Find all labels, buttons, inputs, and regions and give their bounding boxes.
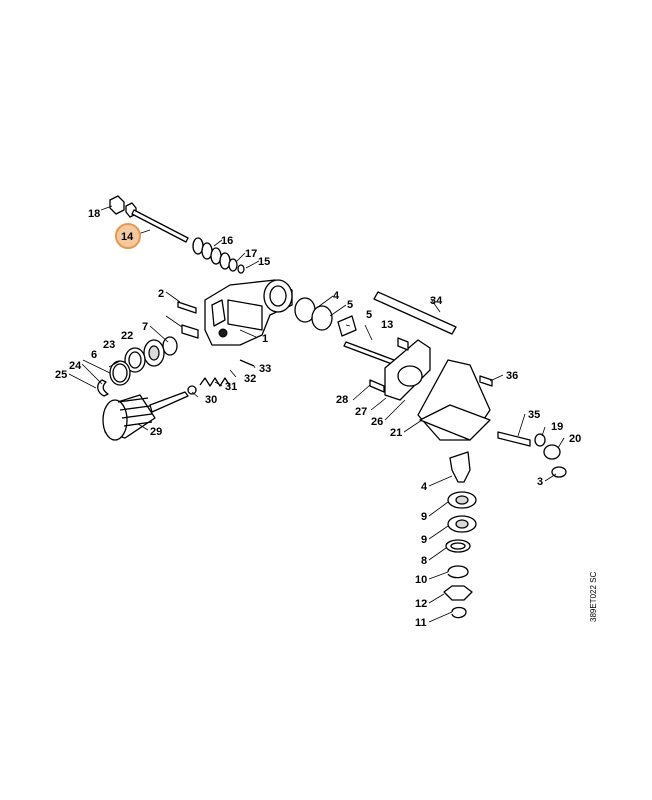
pin	[239, 359, 255, 367]
callout-label: 25	[55, 369, 67, 381]
callout-label: 17	[245, 248, 257, 260]
callout-label: 31	[225, 381, 237, 393]
bearing-stack	[97, 336, 178, 397]
callout-label: 8	[421, 555, 427, 567]
lower-bearing-stack	[443, 451, 477, 619]
callout-label: 36	[506, 370, 518, 382]
clutch-drum	[102, 391, 189, 441]
callout-label: 16	[221, 235, 233, 247]
callout-label: 4	[333, 290, 340, 302]
gear-set	[294, 297, 395, 365]
highlighted-callout-marker[interactable]	[115, 223, 141, 249]
callout-label: 28	[336, 394, 348, 406]
callout-label: 5	[366, 309, 372, 321]
callout-label: 15	[258, 256, 270, 268]
drive-shaft	[373, 291, 457, 335]
leader-lines	[68, 205, 565, 623]
callout-label: 9	[421, 534, 427, 546]
clamp-bracket	[369, 337, 431, 401]
callout-label: 33	[259, 363, 271, 375]
callout-label: 21	[390, 427, 402, 439]
callout-labels: 18 14 16 17 15 2 4 5 5 34 7 22 1 13 23 6…	[55, 208, 581, 629]
callout-label: 10	[415, 574, 427, 586]
callout-label-highlighted[interactable]: 14	[121, 231, 134, 243]
screw	[181, 324, 199, 339]
callout-label: 11	[415, 617, 427, 629]
callout-label: 27	[355, 406, 367, 418]
gear-head	[417, 359, 567, 478]
callout-label: 23	[103, 339, 115, 351]
callout-label: 13	[381, 319, 393, 331]
callout-label: 20	[569, 433, 581, 445]
callout-label: 2	[158, 288, 164, 300]
callout-label: 26	[371, 416, 383, 428]
bolt-assembly	[109, 195, 245, 274]
callout-label: 19	[551, 421, 563, 433]
callout-label: 9	[421, 511, 427, 523]
callout-label: 29	[150, 426, 162, 438]
callout-label: 5	[347, 299, 353, 311]
drawing-id: 389ET022 SC	[589, 572, 598, 622]
gear-housing	[204, 279, 293, 346]
callout-label: 6	[91, 349, 97, 361]
pin	[187, 385, 197, 395]
screw	[177, 301, 197, 314]
callout-label: 34	[430, 295, 443, 307]
callout-label: 30	[205, 394, 217, 406]
callout-label: 32	[244, 373, 256, 385]
callout-label: 18	[88, 208, 100, 220]
washer-stack	[192, 237, 245, 274]
callout-label: 22	[121, 330, 133, 342]
callout-label: 4	[421, 481, 428, 493]
callout-label: 7	[142, 321, 148, 333]
callout-label: 35	[528, 409, 540, 421]
callout-label: 1	[262, 333, 268, 345]
callout-label: 3	[537, 476, 543, 488]
callout-label: 24	[69, 360, 82, 372]
callout-label: 12	[415, 598, 427, 610]
